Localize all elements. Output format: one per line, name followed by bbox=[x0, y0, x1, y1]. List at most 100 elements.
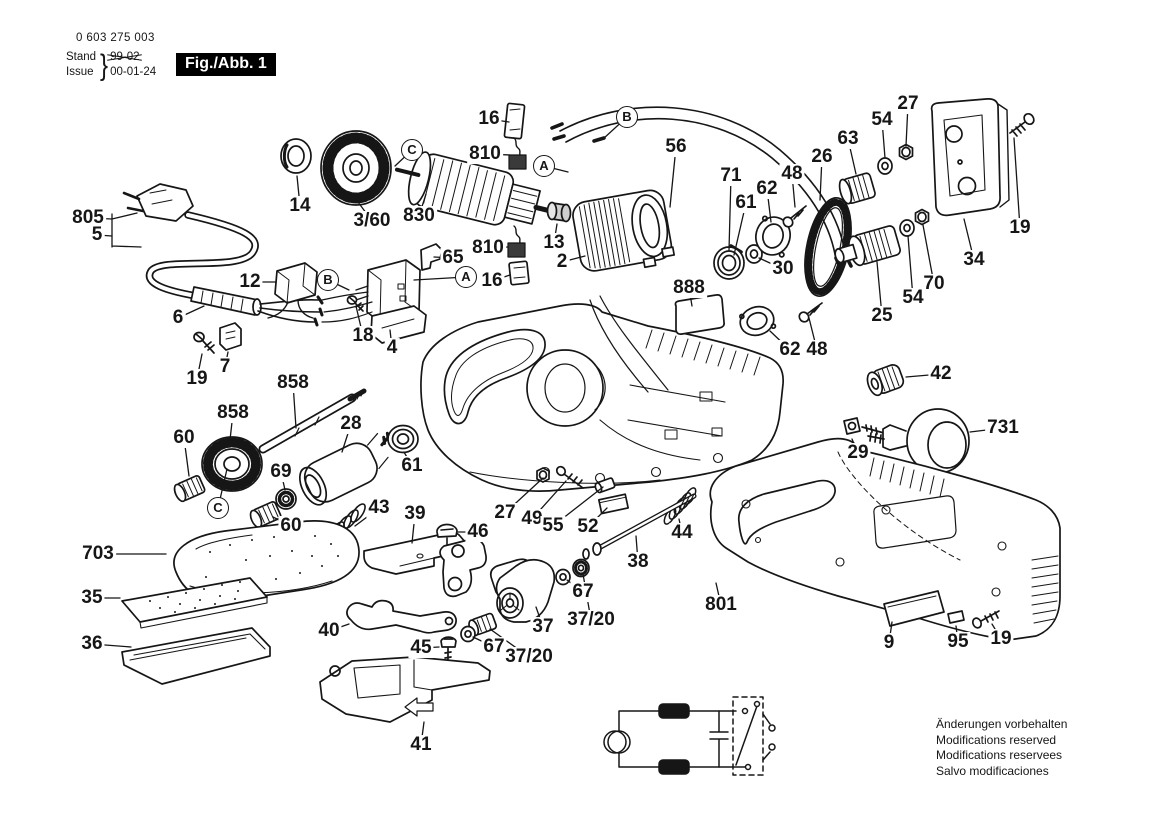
leader-line bbox=[403, 451, 413, 467]
leader-line bbox=[420, 646, 440, 649]
cable-clamp-7 bbox=[219, 322, 242, 351]
leader-line bbox=[847, 138, 857, 175]
leader-line bbox=[96, 234, 113, 237]
note-es: Salvo modificaciones bbox=[936, 763, 1049, 778]
leader-line bbox=[566, 579, 584, 593]
note-en: Modifications reserved bbox=[936, 732, 1057, 747]
leader-line bbox=[91, 643, 132, 648]
pulley-25 bbox=[834, 225, 901, 267]
leader-line bbox=[881, 119, 886, 159]
document-part-number: 0 603 275 003 bbox=[76, 32, 155, 44]
leader-line bbox=[543, 165, 569, 173]
flange-62-upper bbox=[755, 215, 791, 258]
leader-line bbox=[280, 471, 286, 491]
plug-95 bbox=[947, 610, 965, 624]
screw-48-lower bbox=[798, 302, 823, 323]
field-stator-2 bbox=[572, 189, 676, 272]
leader-line bbox=[196, 353, 203, 380]
leader-line bbox=[411, 513, 416, 544]
ring-37-20-upper bbox=[572, 558, 590, 578]
leader-line bbox=[229, 412, 234, 441]
leader-line bbox=[354, 507, 380, 527]
washer-54-upper bbox=[877, 157, 893, 175]
leader-line bbox=[733, 202, 747, 256]
leader-line bbox=[87, 217, 113, 220]
leader-line bbox=[876, 261, 883, 317]
leader-line bbox=[553, 223, 558, 244]
carbon-brush-810-top bbox=[508, 137, 527, 170]
leader-line bbox=[678, 518, 683, 534]
flange-62-lower bbox=[739, 305, 777, 337]
leader-line bbox=[487, 246, 509, 249]
revision-brace: } bbox=[100, 48, 109, 82]
nut-27-upper bbox=[898, 143, 914, 161]
lever-40 bbox=[346, 599, 457, 634]
washer-67-upper bbox=[555, 568, 571, 586]
base-plate-41 bbox=[319, 656, 491, 723]
screw-49 bbox=[555, 465, 584, 489]
leader-line bbox=[758, 257, 784, 270]
switch-4 bbox=[355, 259, 427, 344]
crown-gear-858 bbox=[201, 436, 263, 492]
leader-line bbox=[922, 224, 935, 285]
leader-line bbox=[602, 116, 628, 140]
circuit-schematic bbox=[603, 696, 776, 776]
angle-piece-65 bbox=[420, 243, 443, 271]
leader-line bbox=[728, 175, 732, 251]
label-plate-888 bbox=[674, 293, 725, 336]
suppressor-12 bbox=[267, 262, 318, 319]
screw-19-bottom-right bbox=[971, 610, 1000, 629]
leader-line bbox=[969, 427, 1004, 433]
leader-line bbox=[587, 507, 608, 528]
leader-line bbox=[328, 623, 350, 632]
washer-69 bbox=[275, 488, 297, 510]
old-revision-date: 99-02 bbox=[110, 51, 140, 63]
leader-line bbox=[669, 146, 677, 208]
leader-line bbox=[327, 279, 350, 291]
carbon-brush-810-bottom bbox=[507, 225, 526, 258]
washer-67-lower bbox=[460, 625, 476, 643]
spindle-858 bbox=[258, 388, 367, 454]
bushing-60-right bbox=[249, 501, 282, 529]
washer-30 bbox=[745, 244, 763, 264]
screw-45 bbox=[440, 636, 457, 666]
nut-29 bbox=[843, 417, 885, 435]
leader-line bbox=[296, 175, 301, 207]
note-fr: Modifications reservees bbox=[936, 748, 1063, 762]
bearing-14 bbox=[280, 138, 312, 174]
armature-830 bbox=[394, 151, 565, 226]
leader-line bbox=[420, 721, 425, 746]
leader-line bbox=[224, 351, 229, 368]
leader-line bbox=[769, 330, 791, 351]
adjust-knob-42 bbox=[866, 364, 905, 397]
block-52 bbox=[597, 493, 629, 515]
front-roller-37 bbox=[495, 558, 556, 623]
leader-line bbox=[491, 274, 511, 282]
leader-line bbox=[963, 218, 975, 261]
tension-rod-38 bbox=[582, 493, 697, 560]
leader-line bbox=[484, 153, 511, 156]
leader-line bbox=[715, 582, 722, 606]
leader-line bbox=[472, 636, 495, 648]
leader-line bbox=[177, 305, 205, 319]
brush-holder-16-top bbox=[503, 102, 526, 140]
label-plate-9 bbox=[883, 590, 945, 627]
main-housing bbox=[321, 291, 784, 492]
issue-date: 00-01-24 bbox=[110, 66, 157, 78]
pulley-63 bbox=[838, 172, 876, 205]
leader-line bbox=[357, 201, 373, 222]
stand-label: Stand bbox=[66, 51, 97, 63]
screw-48-upper bbox=[782, 205, 807, 228]
leader-line bbox=[1013, 137, 1021, 229]
bearing-71-61 bbox=[713, 246, 745, 280]
issue-label: Issue bbox=[66, 66, 94, 78]
cover-34 bbox=[930, 98, 1010, 217]
revision-block: Stand Issue } 99-02 00-01-24 bbox=[66, 50, 156, 80]
figure-label: Fig./Abb. 1 bbox=[176, 53, 276, 76]
bushing-13 bbox=[546, 201, 572, 223]
plate-39 bbox=[363, 531, 467, 575]
housing-801 bbox=[709, 437, 1061, 641]
leader-line bbox=[808, 317, 818, 351]
